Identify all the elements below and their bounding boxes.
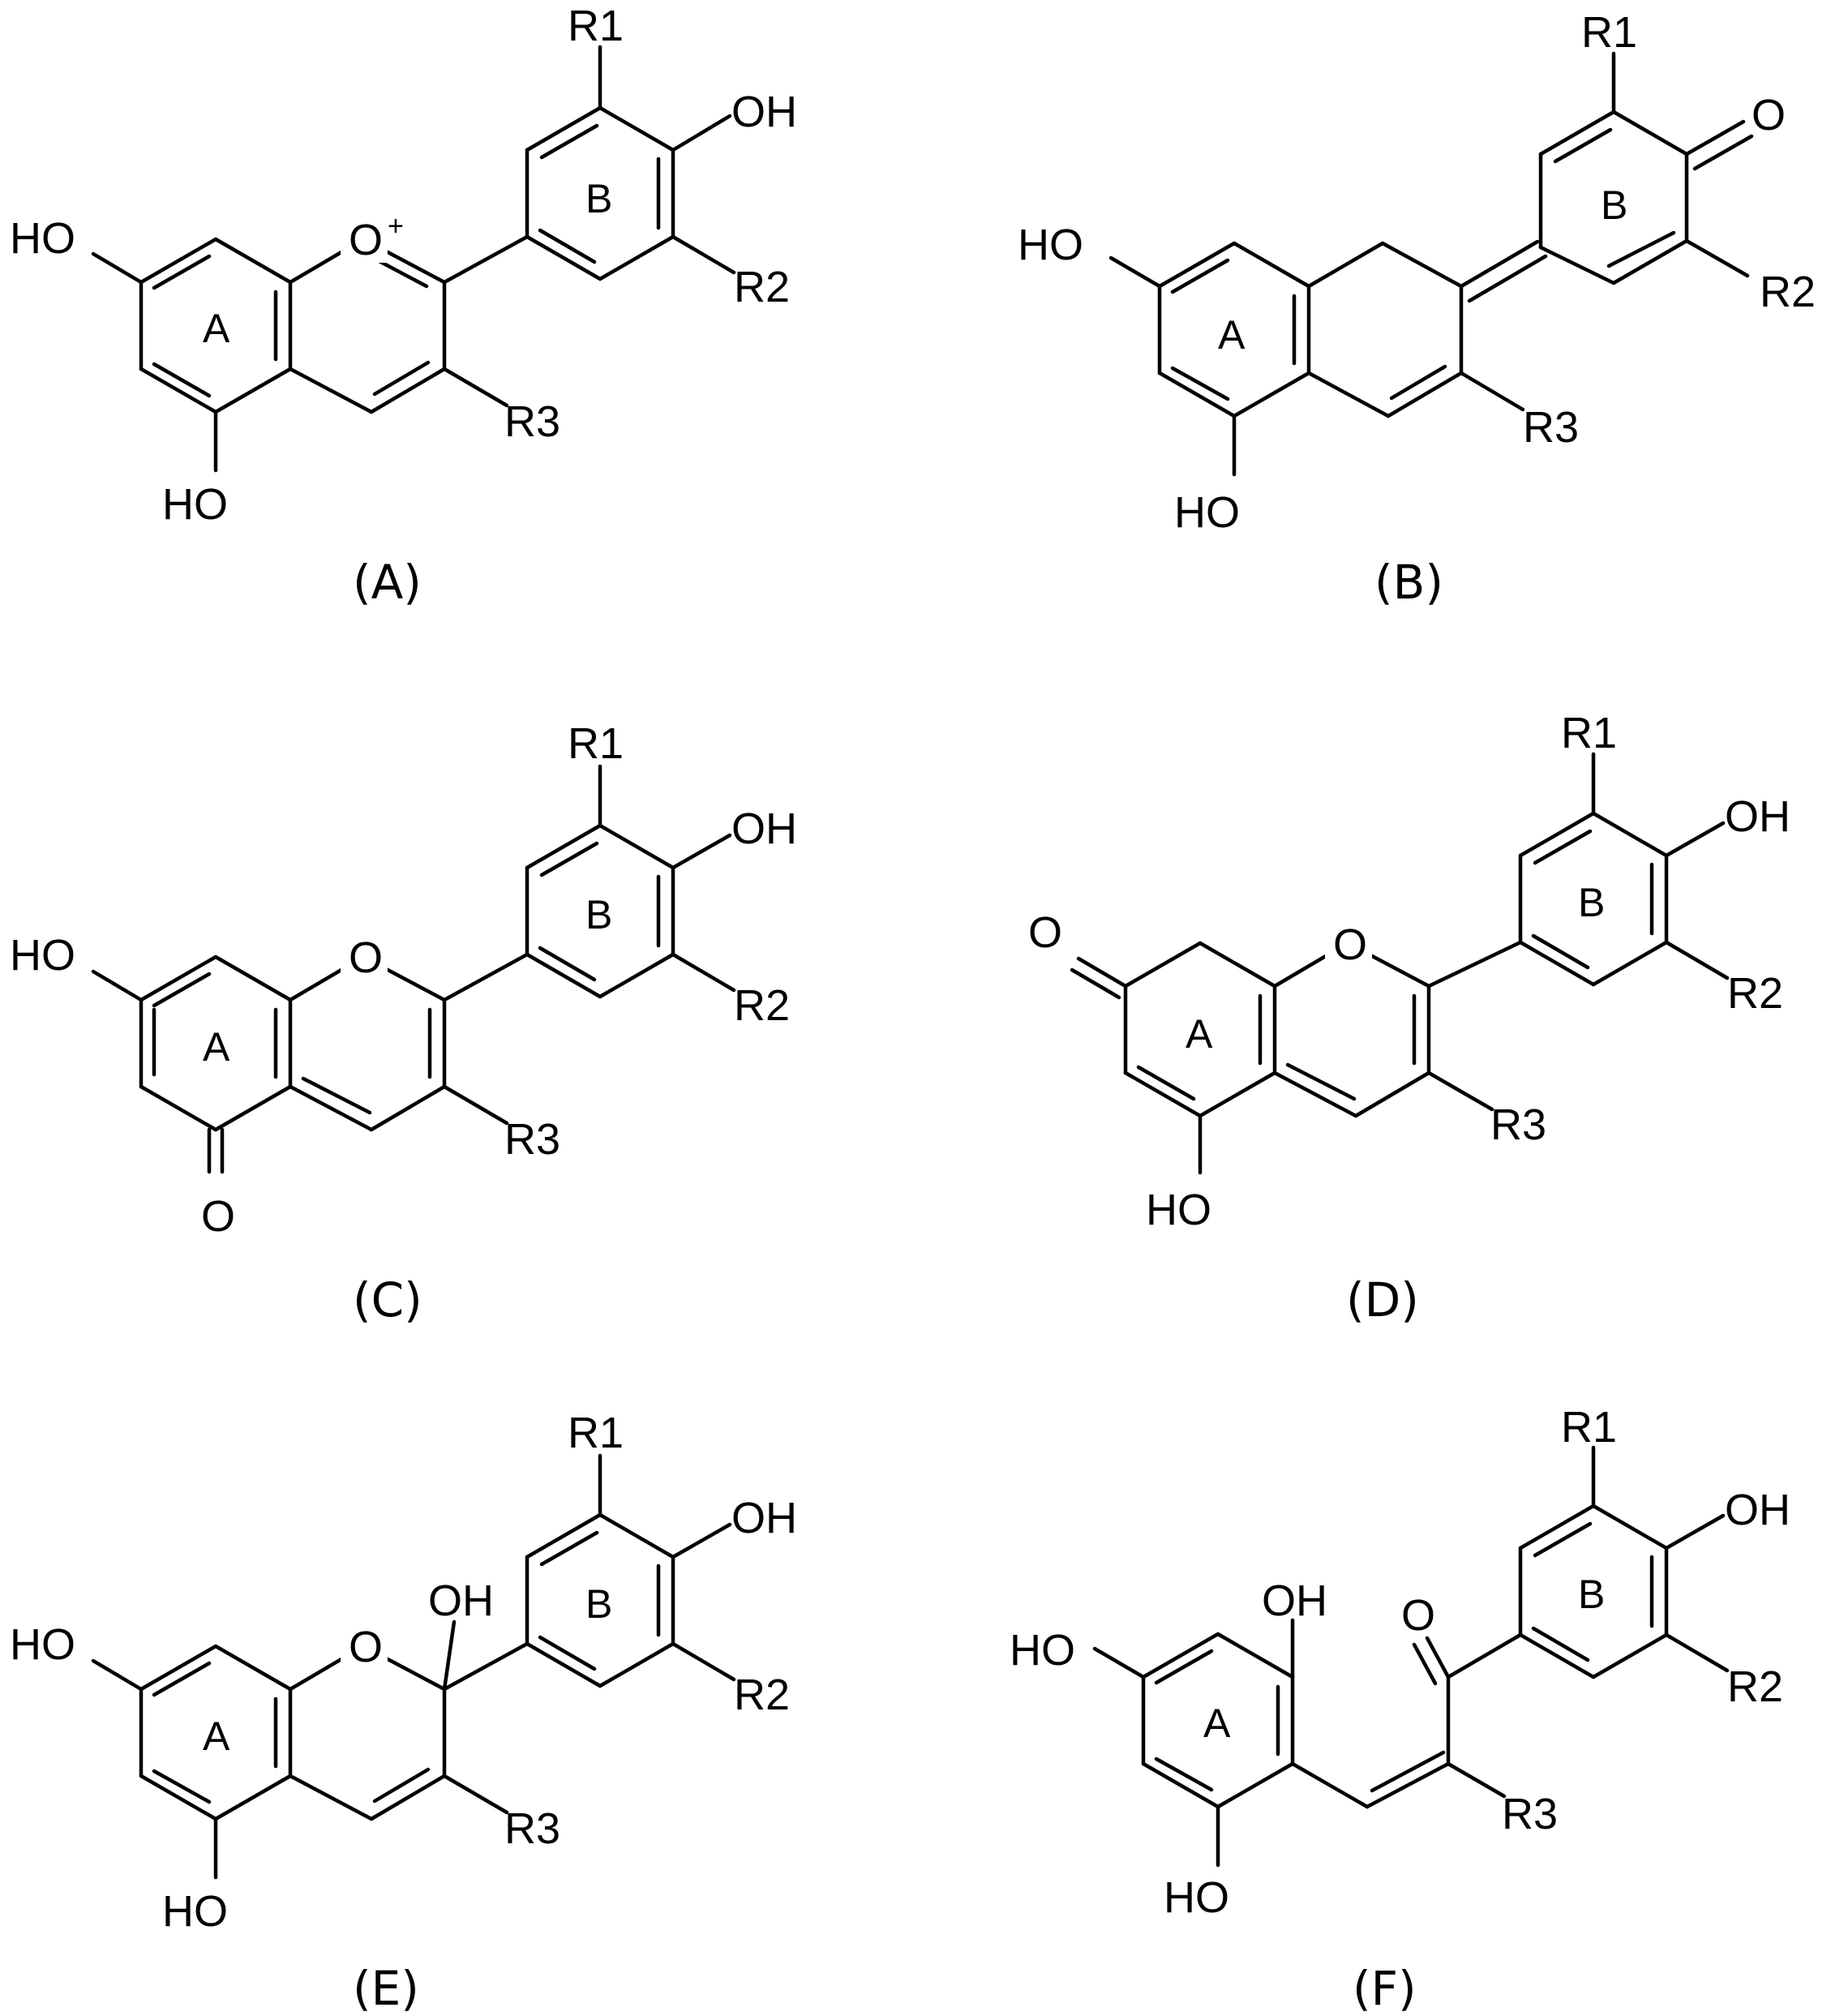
- panel-a-caption: (A): [353, 555, 422, 610]
- panel-b-ho-bottom: HO: [1174, 488, 1240, 537]
- panel-d-structure: O HO A B O R1 OH R2 R3 (D): [1028, 709, 1790, 1328]
- panel-a-bonds: [91, 45, 736, 473]
- panel-b-bonds: [1108, 51, 1754, 477]
- panel-c-r1: R1: [568, 719, 624, 768]
- panel-f-r3: R3: [1502, 1790, 1558, 1838]
- panel-f-ring-a-label: A: [1203, 1701, 1231, 1746]
- panel-a-ho-bottom: HO: [162, 480, 228, 529]
- panel-f-caption: (F): [1353, 1961, 1417, 2016]
- panel-f-keto-oxygen: O: [1401, 1591, 1435, 1640]
- panel-e-r1: R1: [568, 1409, 624, 1457]
- panel-e-ring-oxygen: O: [349, 1623, 383, 1671]
- panel-f-oh: OH: [1725, 1486, 1790, 1534]
- panel-f-ring-b-label: B: [1578, 1572, 1605, 1617]
- panel-a-r1: R1: [568, 2, 624, 50]
- panel-d-ring-a-label: A: [1186, 1011, 1213, 1057]
- panel-b-quinonoidal: HO HO A B O R1 R2 R3 (B): [1018, 8, 1816, 610]
- panel-b-ring-b-label: B: [1601, 182, 1627, 228]
- panel-e-ring-b-label: B: [585, 1581, 612, 1627]
- panel-f-bonds: [1092, 1445, 1730, 1868]
- panel-a-oh: OH: [731, 88, 797, 136]
- panel-f-ho-left: HO: [1010, 1626, 1075, 1675]
- panel-f-ho-bottom: HO: [1164, 1873, 1229, 1922]
- panel-b-keto-oxygen: O: [1752, 91, 1786, 139]
- panel-a-ho-top: HO: [10, 214, 75, 263]
- panel-c-oh: OH: [731, 804, 797, 853]
- panel-d-bonds: [1070, 752, 1730, 1175]
- panel-a-ring-a-label: A: [203, 306, 230, 351]
- panel-d-ring-b-label: B: [1578, 880, 1605, 925]
- panel-d-keto-oxygen: O: [1028, 908, 1062, 957]
- panel-e-caption: (E): [353, 1961, 419, 2016]
- panel-e-ho-top: HO: [10, 1620, 75, 1669]
- panel-c-structure: HO O A B O R1 OH R2 R3 (C): [10, 719, 797, 1328]
- panel-c-bonds: [91, 764, 736, 1174]
- panel-e-bonds: [91, 1453, 736, 1880]
- panel-c-ring-oxygen: O: [349, 933, 383, 982]
- panel-d-r1: R1: [1561, 709, 1617, 757]
- panel-b-r2: R2: [1760, 268, 1816, 316]
- panel-e-ring-a-label: A: [203, 1714, 230, 1759]
- panel-e-r3: R3: [504, 1804, 560, 1853]
- panel-d-oh: OH: [1725, 792, 1790, 841]
- panel-c-ring-b-label: B: [585, 892, 612, 937]
- panel-e-oh-c2: OH: [428, 1576, 494, 1625]
- panel-d-caption: (D): [1346, 1272, 1419, 1328]
- panel-b-r1: R1: [1581, 8, 1637, 57]
- panel-d-r2: R2: [1727, 969, 1783, 1018]
- panel-a-positive-charge: +: [388, 211, 404, 242]
- panel-b-ring-a-label: A: [1218, 312, 1246, 358]
- panel-f-r1: R1: [1561, 1403, 1617, 1452]
- panel-b-r3: R3: [1523, 403, 1579, 452]
- panel-c-keto-oxygen: O: [201, 1192, 235, 1241]
- panel-e-hemiketal: HO HO A B O OH R1 OH R2 R3 (E): [10, 1409, 797, 2016]
- panel-a-ring-b-label: B: [585, 176, 612, 221]
- panel-f-r2: R2: [1727, 1662, 1783, 1711]
- panel-a-r2: R2: [734, 263, 790, 311]
- panel-a-ring-oxygen: O: [349, 216, 383, 264]
- panel-c-ho-top: HO: [10, 931, 75, 980]
- panel-c-caption: (C): [353, 1272, 422, 1328]
- panel-a-r3: R3: [504, 397, 560, 446]
- panel-a-flavylium: HO HO A B O + R1 OH R2 R3 (A): [10, 2, 797, 610]
- panel-b-caption: (B): [1374, 555, 1443, 610]
- panel-d-r3: R3: [1490, 1100, 1546, 1149]
- panel-d-ring-oxygen: O: [1333, 920, 1367, 969]
- panel-f-chalcone: HO OH HO A B O R1 OH R2 R3 (F): [1010, 1403, 1790, 2016]
- panel-f-oh-ring-a: OH: [1262, 1576, 1327, 1625]
- panel-e-r2: R2: [734, 1671, 790, 1719]
- panel-e-ho-bottom: HO: [162, 1887, 228, 1936]
- panel-c-r3: R3: [504, 1115, 560, 1164]
- panel-b-ho-top: HO: [1018, 221, 1083, 269]
- panel-c-r2: R2: [734, 981, 790, 1030]
- panel-c-ring-a-label: A: [203, 1024, 230, 1070]
- panel-d-ho-bottom: HO: [1146, 1186, 1211, 1234]
- panel-e-oh: OH: [731, 1494, 797, 1542]
